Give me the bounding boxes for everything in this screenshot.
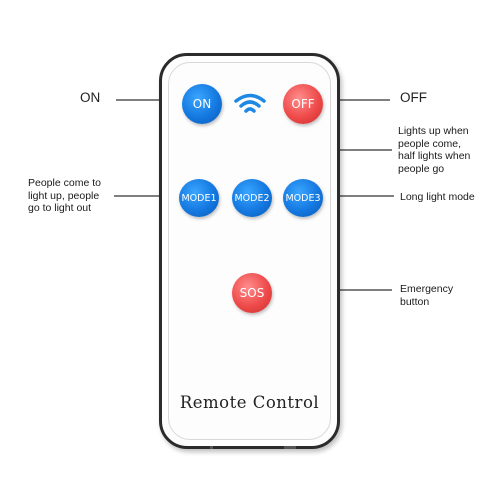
callout-mode2-line: Lights up when [398, 125, 469, 137]
remote-control-body: ON OFF MODE1 MODE2 MODE3 SOS Remote Cont… [159, 53, 340, 449]
callout-sos-line: Emergency [400, 283, 454, 295]
callout-mode3: Long light mode [400, 191, 475, 203]
on-button[interactable]: ON [182, 84, 222, 124]
sos-button[interactable]: SOS [232, 273, 272, 313]
mode2-button-label: MODE2 [234, 192, 270, 204]
mode2-button[interactable]: MODE2 [232, 179, 272, 217]
callout-mode2-line: half lights when [398, 150, 471, 162]
callout-mode2-line: people go [398, 162, 445, 175]
mode1-button[interactable]: MODE1 [179, 179, 219, 217]
mode1-button-label: MODE1 [181, 192, 217, 204]
callout-on: ON [80, 90, 101, 105]
remote-inner-bevel [168, 62, 331, 440]
bottom-tick [284, 446, 296, 449]
mode3-button-label: MODE3 [285, 192, 321, 204]
callout-mode1-line: People come to [28, 177, 101, 189]
callout-sos-line: button [400, 295, 430, 308]
sos-button-label: SOS [239, 286, 265, 300]
on-button-label: ON [192, 97, 212, 111]
bottom-tick [210, 446, 213, 449]
callout-mode1-line: go to light out [28, 202, 92, 214]
callout-mode2-line: people come, [398, 137, 462, 150]
callout-mode2: Lights up when people come, half lights … [398, 125, 470, 175]
off-button[interactable]: OFF [283, 84, 323, 124]
callout-sos: Emergency button [400, 283, 453, 308]
off-button-label: OFF [291, 97, 315, 111]
remote-title: Remote Control [179, 393, 320, 412]
callout-off: OFF [400, 90, 427, 105]
wifi-signal-icon [234, 92, 266, 118]
callout-mode1: People come to light up, people go to li… [28, 177, 101, 215]
callout-mode1-line: light up, people [28, 189, 100, 202]
mode3-button[interactable]: MODE3 [283, 179, 323, 217]
